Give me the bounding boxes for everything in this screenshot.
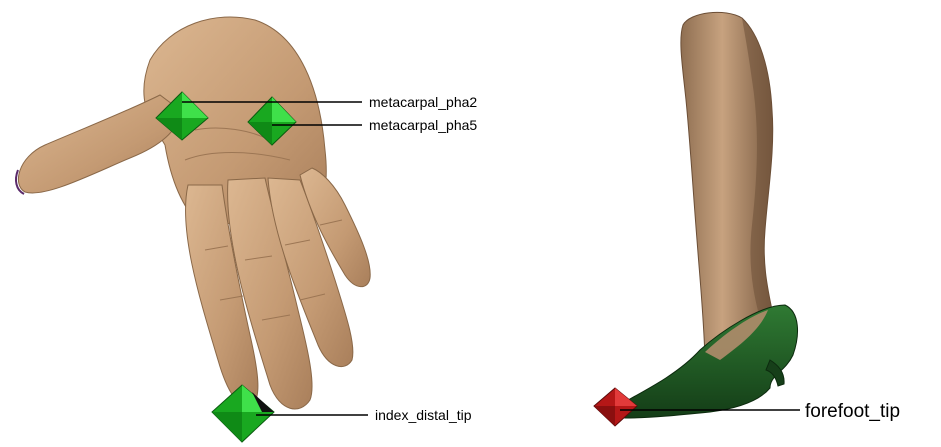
marker-index-distal-tip [212,385,274,442]
label-metacarpal-pha2: metacarpal_pha2 [369,94,477,110]
leg-model [681,12,773,360]
label-metacarpal-pha5: metacarpal_pha5 [369,117,477,133]
label-forefoot-tip: forefoot_tip [805,401,900,422]
hand-thumb [18,95,180,193]
hand-model [16,17,370,409]
label-index-distal-tip: index_distal_tip [375,407,472,423]
marker-forefoot-tip [594,388,637,426]
